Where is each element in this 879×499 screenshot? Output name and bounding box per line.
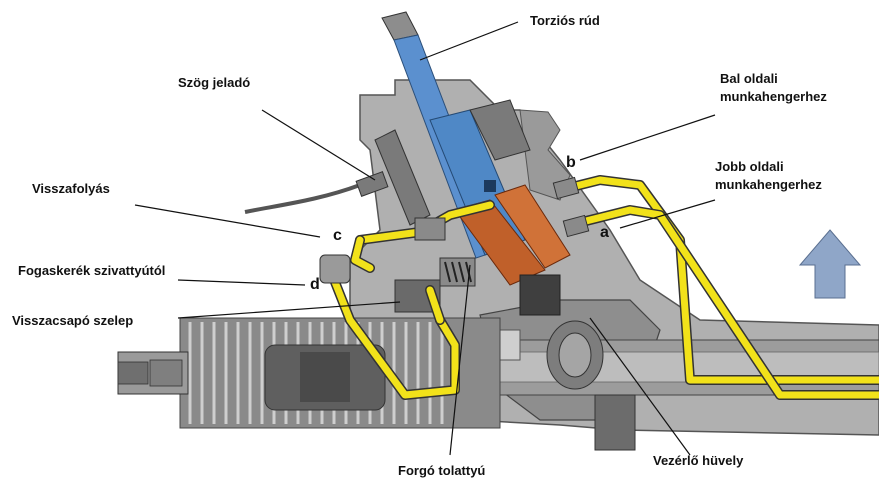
oil-lines xyxy=(330,175,879,400)
angle-sensor-ring xyxy=(374,99,531,226)
port-letter-a: a xyxy=(600,224,609,241)
tie-rod-end xyxy=(117,351,189,395)
label-return-flow: Visszafolyás xyxy=(32,181,110,196)
sensor-cable xyxy=(244,171,389,214)
port-letter-c: c xyxy=(333,227,342,244)
pipe-fittings xyxy=(319,176,590,284)
label-check-valve: Visszacsapó szelep xyxy=(12,313,134,328)
label-torsion-bar: Torziós rúd xyxy=(530,13,600,28)
port-letter-d: d xyxy=(310,276,320,293)
label-right-cylinder-line1: Jobb oldali xyxy=(715,159,784,174)
leader-lines xyxy=(134,21,716,456)
label-rotary-valve: Forgó tolattyú xyxy=(398,463,486,478)
direction-arrow xyxy=(798,229,862,299)
label-left-cylinder-line2: munkahengerhez xyxy=(720,89,827,104)
label-left-cylinder-line1: Bal oldali xyxy=(720,71,778,86)
port-letter-b: b xyxy=(566,154,576,171)
label-control-sleeve: Vezérlő hüvely xyxy=(653,453,744,468)
label-right-cylinder-line2: munkahengerhez xyxy=(715,177,822,192)
label-angle-sensor: Szög jeladó xyxy=(178,75,251,90)
label-gear-pump: Fogaskerék szivattyútól xyxy=(18,263,166,278)
